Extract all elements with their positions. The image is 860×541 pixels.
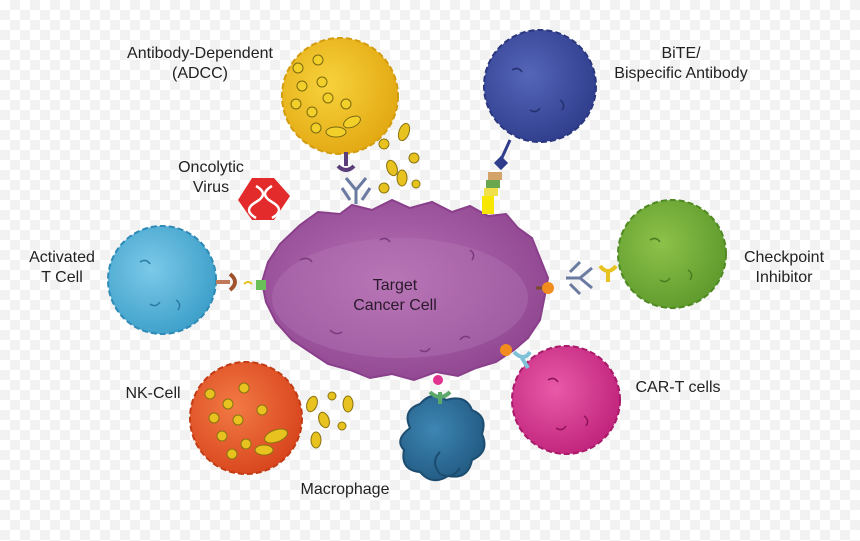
nk-cell [189, 361, 303, 475]
activated-t-cell-label: Activated T Cell [22, 248, 102, 288]
adcc-cell [281, 37, 399, 172]
bite-label: BiTE/ Bispecific Antibody [596, 44, 766, 84]
bite-line-1: BiTE/ [661, 45, 701, 62]
macrophage-label: Macrophage [290, 480, 400, 500]
target-cancer-cell-label: Target Cancer Cell [340, 276, 450, 316]
bite-cell [482, 29, 597, 214]
adcc-label: Antibody-Dependent (ADCC) [110, 44, 290, 84]
activated-t-cell [107, 225, 266, 335]
dna-hexagon-icon [238, 178, 290, 220]
activated-line-2: T Cell [41, 269, 83, 286]
target-line-1: Target [372, 277, 418, 294]
macrophage-text: Macrophage [300, 481, 390, 498]
bite-line-2: Bispecific Antibody [614, 65, 748, 82]
cart-text: CAR-T cells [635, 379, 721, 396]
adcc-line-2: (ADCC) [172, 65, 228, 82]
y-shaped-antibody-icon [340, 177, 372, 204]
activated-line-1: Activated [29, 249, 95, 266]
released-granules [378, 122, 421, 194]
target-line-2: Cancer Cell [353, 297, 437, 314]
oncolytic-line-2: Virus [192, 179, 230, 196]
nk-cell-label: NK-Cell [118, 384, 188, 404]
checkpoint-line-1: Checkpoint [743, 249, 825, 266]
checkpoint-line-2: Inhibitor [755, 269, 813, 286]
released-granules [306, 391, 354, 449]
car-t-cells-label: CAR-T cells [628, 378, 728, 398]
target-cancer-cell [260, 198, 550, 382]
oncolytic-line-1: Oncolytic [178, 159, 244, 176]
adcc-line-1: Antibody-Dependent [127, 45, 273, 62]
checkpoint-inhibitor-label: Checkpoint Inhibitor [734, 248, 834, 288]
pd1-receptor [536, 282, 554, 294]
car-t-cell [500, 344, 621, 455]
nk-text: NK-Cell [125, 385, 181, 402]
y-shaped-antibody-icon [566, 260, 593, 296]
checkpoint-cell [598, 199, 727, 309]
oncolytic-virus-label: Oncolytic Virus [166, 158, 256, 198]
macrophage-cell [399, 375, 486, 482]
